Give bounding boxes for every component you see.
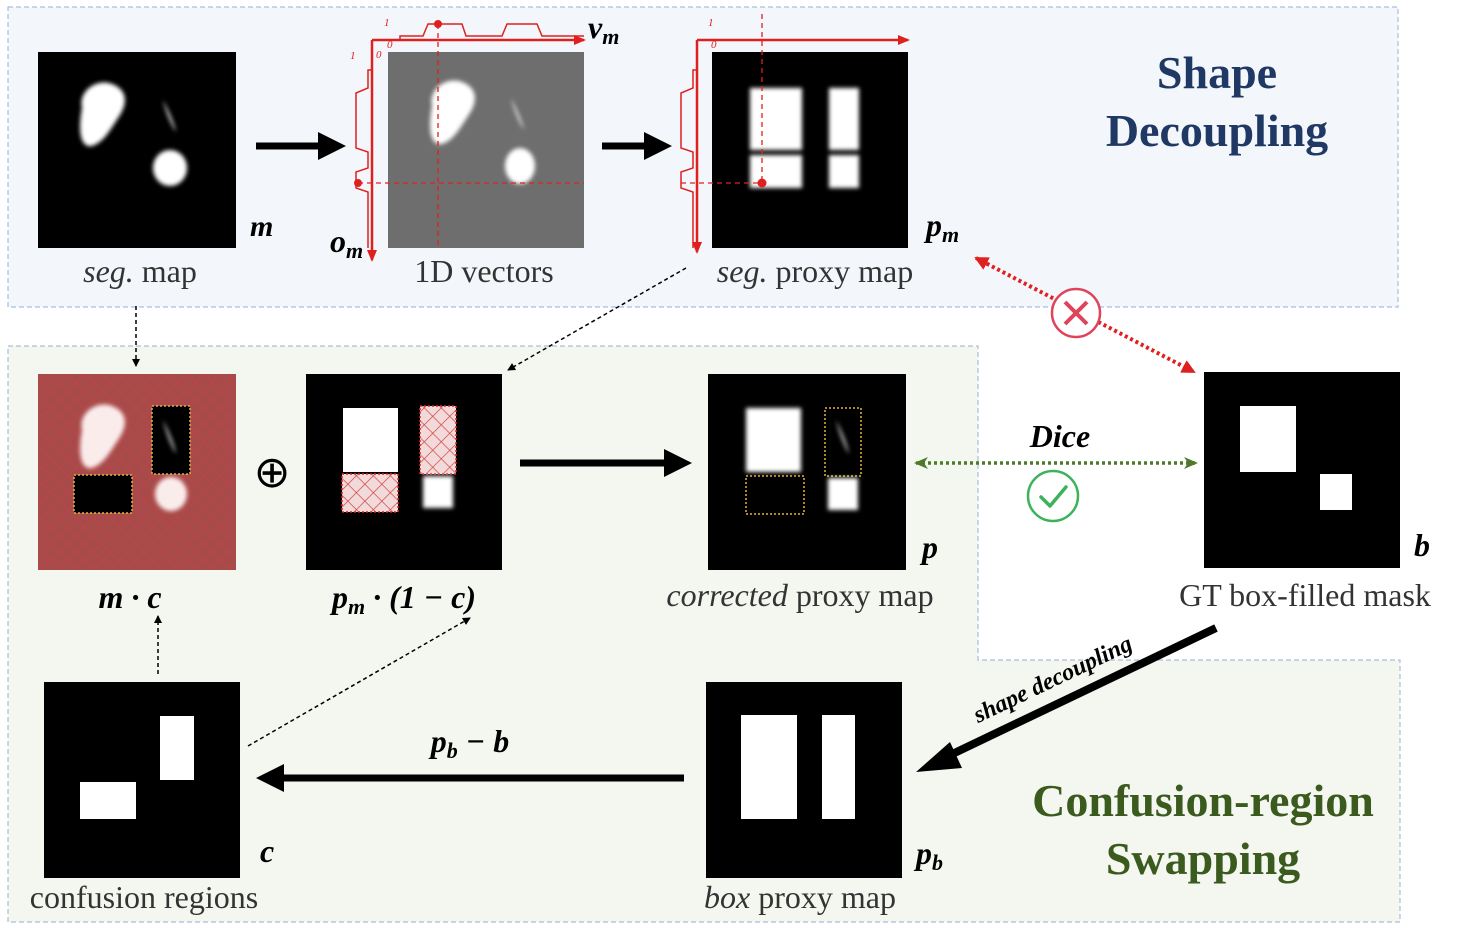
seg-map-image [38, 52, 236, 248]
shape-decoupling-title-2: Decoupling [1106, 105, 1328, 156]
confusion-title-1: Confusion-region [1032, 775, 1374, 826]
gt-box-mask-image [1204, 372, 1400, 568]
svg-text:om: om [330, 223, 363, 263]
axis-tick-0-top: 0 [387, 39, 393, 51]
svg-text:seg. map: seg. map [83, 253, 197, 289]
confusion-title-2: Swapping [1106, 833, 1300, 884]
vectors-image [388, 52, 584, 248]
arrow-box-to-confusion [256, 764, 684, 792]
dice-label: Dice [1029, 418, 1090, 454]
check-icon [1026, 469, 1080, 523]
shape-decoupling-panel [7, 6, 1399, 308]
proxy-axis-tick-1-top: 1 [708, 17, 714, 29]
axis-tick-1-left: 1 [350, 50, 356, 62]
shape-decoupling-title-1: Shape [1157, 47, 1277, 98]
symbol-pb-minus-b: pb − b [428, 723, 509, 763]
box-proxy-caption: box proxy map [704, 879, 896, 915]
symbol-v-m: vm [588, 9, 619, 49]
seg-proxy-caption: seg. proxy map [717, 253, 913, 289]
symbol-pm-one-minus-c: pm · (1 − c) [329, 579, 476, 619]
svg-text:seg. proxy map: seg. proxy map [717, 253, 913, 289]
dashed-arrow-proxy-to-pm [507, 267, 687, 371]
symbol-o-m: om [330, 223, 363, 263]
vectors-axes [354, 20, 586, 262]
axis-tick-1-top: 1 [384, 17, 390, 29]
corrected-proxy-map-image [708, 374, 906, 570]
dashed-arrow-c-to-pm [247, 617, 471, 747]
arrow-to-corrected [520, 449, 692, 477]
symbol-p-m: pm [923, 207, 959, 247]
symbol-m: m [250, 210, 273, 243]
m-dot-c-image [38, 374, 236, 570]
vectors-caption: 1D vectors [414, 253, 554, 289]
svg-text:pb − b: pb − b [428, 723, 509, 763]
symbol-m-dot-c: m · c [98, 579, 161, 615]
svg-text:pm: pm [923, 207, 959, 247]
proxy-axis-tick-0-top: 0 [711, 39, 717, 51]
arrow-seg-to-vectors [256, 132, 346, 160]
seg-map-caption: seg. map [83, 253, 197, 289]
symbol-p-b: pb [913, 835, 943, 875]
proxy-axes [680, 14, 910, 254]
confusion-caption: confusion regions [30, 879, 258, 915]
cross-icon [1050, 287, 1102, 339]
symbol-c: c [260, 833, 274, 869]
arrow-vectors-to-proxy [602, 132, 672, 160]
symbol-p: p [919, 529, 938, 565]
oplus-symbol: ⊕ [254, 447, 291, 498]
confusion-regions-image [44, 682, 240, 878]
symbol-b: b [1414, 527, 1430, 563]
svg-text:pb: pb [913, 835, 943, 875]
box-proxy-map-image [706, 682, 902, 878]
svg-text:box proxy map: box proxy map [704, 879, 896, 915]
gt-mask-caption: GT box-filled mask [1179, 577, 1431, 613]
axis-tick-0-left: 0 [376, 49, 382, 61]
corrected-caption: corrected proxy map [666, 577, 933, 613]
arrow-gt-to-box-proxy [916, 624, 1218, 772]
svg-text:pm · (1 − c): pm · (1 − c) [329, 579, 476, 619]
pm-times-one-minus-c-image [306, 374, 502, 570]
seg-proxy-map-image [712, 52, 908, 248]
red-mismatch-arrow [974, 256, 1196, 374]
svg-text:corrected proxy map: corrected proxy map [666, 577, 933, 613]
svg-text:vm: vm [588, 9, 619, 49]
